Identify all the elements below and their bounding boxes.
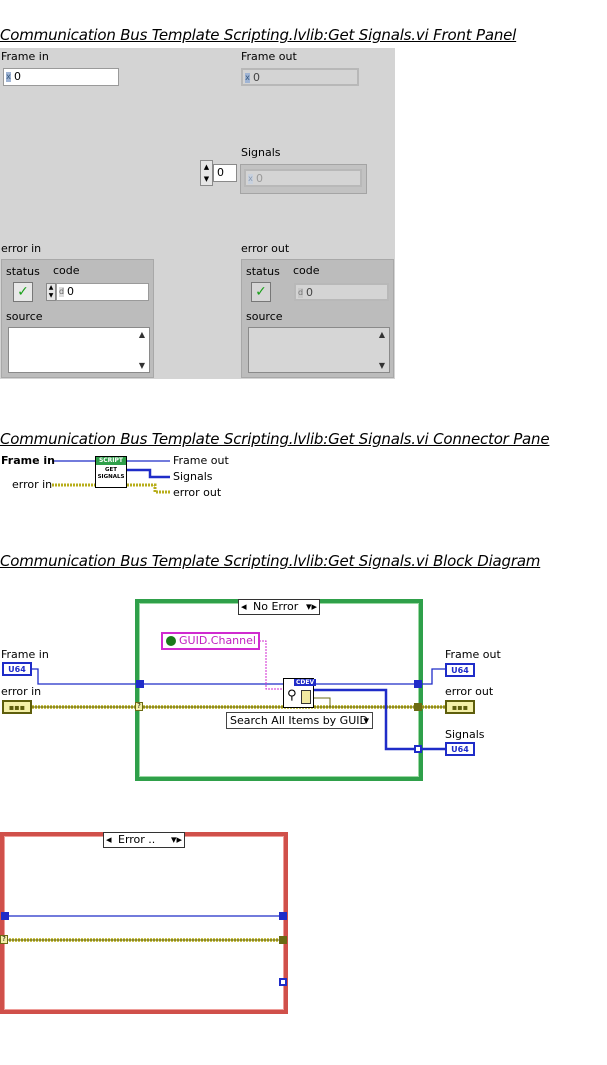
guid-constant-label: GUID.Channel (179, 634, 256, 647)
signals-terminal-label: Signals (445, 728, 485, 741)
radix-indicator: x (248, 174, 253, 184)
connector-output-frame-out: Frame out (173, 454, 229, 467)
connector-pane-wires (52, 460, 170, 494)
code-increment-icon[interactable]: ▲▼ (46, 283, 56, 301)
increment-decrement-icon[interactable]: ▲▼ (200, 160, 213, 186)
connector-output-signals: Signals (173, 470, 213, 483)
frame-out-indicator: x 0 (241, 68, 359, 86)
signals-index-value[interactable]: 0 (213, 164, 237, 182)
signals-array-frame: x 0 (240, 164, 367, 194)
connector-pane-title: Communication Bus Template Scripting.lvl… (0, 430, 550, 448)
source-scrollbar[interactable]: ▲ ▼ (135, 328, 149, 372)
node-badge: CDEV (294, 679, 317, 686)
frame-input-tunnel (1, 912, 9, 920)
refnum-icon (166, 636, 176, 646)
case-next-icon[interactable]: ▾▸ (305, 600, 317, 613)
guid-channel-constant[interactable]: GUID.Channel (161, 632, 260, 650)
magnifier-icon: ⚲ (287, 688, 297, 703)
search-mode-value: Search All Items by GUID (230, 714, 368, 727)
status-label: status (6, 265, 40, 278)
source-scrollbar[interactable]: ▲ ▼ (375, 328, 389, 372)
front-panel-title: Communication Bus Template Scripting.lvl… (0, 26, 517, 44)
error-output-tunnel (279, 936, 287, 944)
case-selector-error[interactable]: ◂ Error .. ▾▸ (103, 832, 185, 848)
radix-indicator: x (245, 73, 250, 83)
status-led: ✓ (251, 282, 271, 302)
error-out-cluster: status code ✓ d 0 source ▲ ▼ (241, 259, 394, 378)
status-label: status (246, 265, 280, 278)
frame-out-value: 0 (253, 71, 260, 84)
database-icon (301, 690, 311, 704)
error-out-label: error out (241, 242, 290, 255)
connector-input-error-in: error in (12, 478, 53, 491)
error-in-terminal-label: error in (1, 685, 42, 698)
frame-output-tunnel (414, 680, 422, 688)
status-checkbox[interactable]: ✓ (13, 282, 33, 302)
scroll-up-icon[interactable]: ▲ (138, 330, 146, 339)
signals-label: Signals (241, 146, 281, 159)
code-control[interactable]: d 0 (56, 283, 149, 301)
error-in-cluster: status code ✓ ▲▼ d 0 source ▲ ▼ (1, 259, 154, 378)
scroll-up-icon[interactable]: ▲ (378, 330, 386, 339)
vi-icon-banner: SCRIPT (96, 457, 126, 465)
error-in-label: error in (1, 242, 42, 255)
source-text-field[interactable]: ▲ ▼ (8, 327, 150, 373)
case-selector-no-error[interactable]: ◂ No Error ▾▸ (238, 599, 320, 615)
radix-indicator: d (298, 288, 304, 298)
source-text-indicator: ▲ ▼ (248, 327, 390, 373)
scroll-down-icon[interactable]: ▼ (378, 361, 386, 370)
vi-icon: SCRIPT GET SIGNALS (95, 456, 127, 488)
case-structure-error[interactable] (0, 832, 288, 1014)
code-indicator: d 0 (294, 283, 389, 301)
frame-in-terminal[interactable]: U64 (2, 662, 32, 676)
search-items-node[interactable]: CDEV ⚲ (283, 678, 317, 708)
frame-out-label: Frame out (241, 50, 297, 63)
frame-in-label: Frame in (1, 50, 49, 63)
connector-input-frame-in: Frame in (1, 454, 56, 467)
vi-icon-line-2: SIGNALS (97, 474, 125, 480)
source-label: source (6, 310, 43, 323)
search-mode-ring[interactable]: Search All Items by GUID ▾ (226, 712, 373, 729)
case-selector-terminal: ? (0, 935, 8, 944)
block-diagram-wires (32, 640, 445, 751)
case-label: Error .. (118, 833, 156, 846)
signals-terminal[interactable]: U64 (445, 742, 475, 756)
case-prev-icon[interactable]: ◂ (241, 600, 247, 613)
signals-element-value: 0 (256, 172, 263, 185)
case-label: No Error (253, 600, 299, 613)
error-out-terminal-label: error out (445, 685, 494, 698)
signals-output-tunnel (414, 745, 422, 753)
case-selector-terminal: ? (135, 702, 143, 711)
case-next-icon[interactable]: ▾▸ (170, 833, 182, 846)
connector-output-error-out: error out (173, 486, 222, 499)
error-case-wires (6, 915, 283, 942)
radix-indicator[interactable]: x (6, 72, 11, 82)
block-diagram-title: Communication Bus Template Scripting.lvl… (0, 552, 541, 570)
error-in-terminal[interactable]: ▪▪▪ (2, 700, 32, 714)
scroll-down-icon[interactable]: ▼ (138, 361, 146, 370)
frame-in-terminal-label: Frame in (1, 648, 49, 661)
signals-index-control[interactable]: ▲▼ 0 (198, 160, 238, 186)
code-value: 0 (306, 286, 313, 299)
vi-icon-line-1: GET (104, 467, 118, 473)
frame-in-control[interactable]: x 0 (3, 68, 119, 86)
frame-input-tunnel (136, 680, 144, 688)
signals-output-tunnel (279, 978, 287, 986)
error-out-terminal[interactable]: ▪▪▪ (445, 700, 475, 714)
frame-output-tunnel (279, 912, 287, 920)
code-label: code (293, 264, 320, 277)
signals-element: x 0 (244, 169, 362, 187)
dropdown-arrow-icon[interactable]: ▾ (363, 714, 369, 727)
case-prev-icon[interactable]: ◂ (106, 833, 112, 846)
code-label: code (53, 264, 80, 277)
front-panel: Frame in x 0 Frame out x 0 Signals ▲▼ 0 … (0, 48, 395, 379)
source-label: source (246, 310, 283, 323)
error-output-tunnel (414, 703, 422, 711)
code-value: 0 (67, 285, 74, 298)
radix-indicator[interactable]: d (59, 287, 65, 297)
frame-out-terminal[interactable]: U64 (445, 663, 475, 677)
frame-out-terminal-label: Frame out (445, 648, 501, 661)
frame-in-value: 0 (14, 70, 21, 83)
